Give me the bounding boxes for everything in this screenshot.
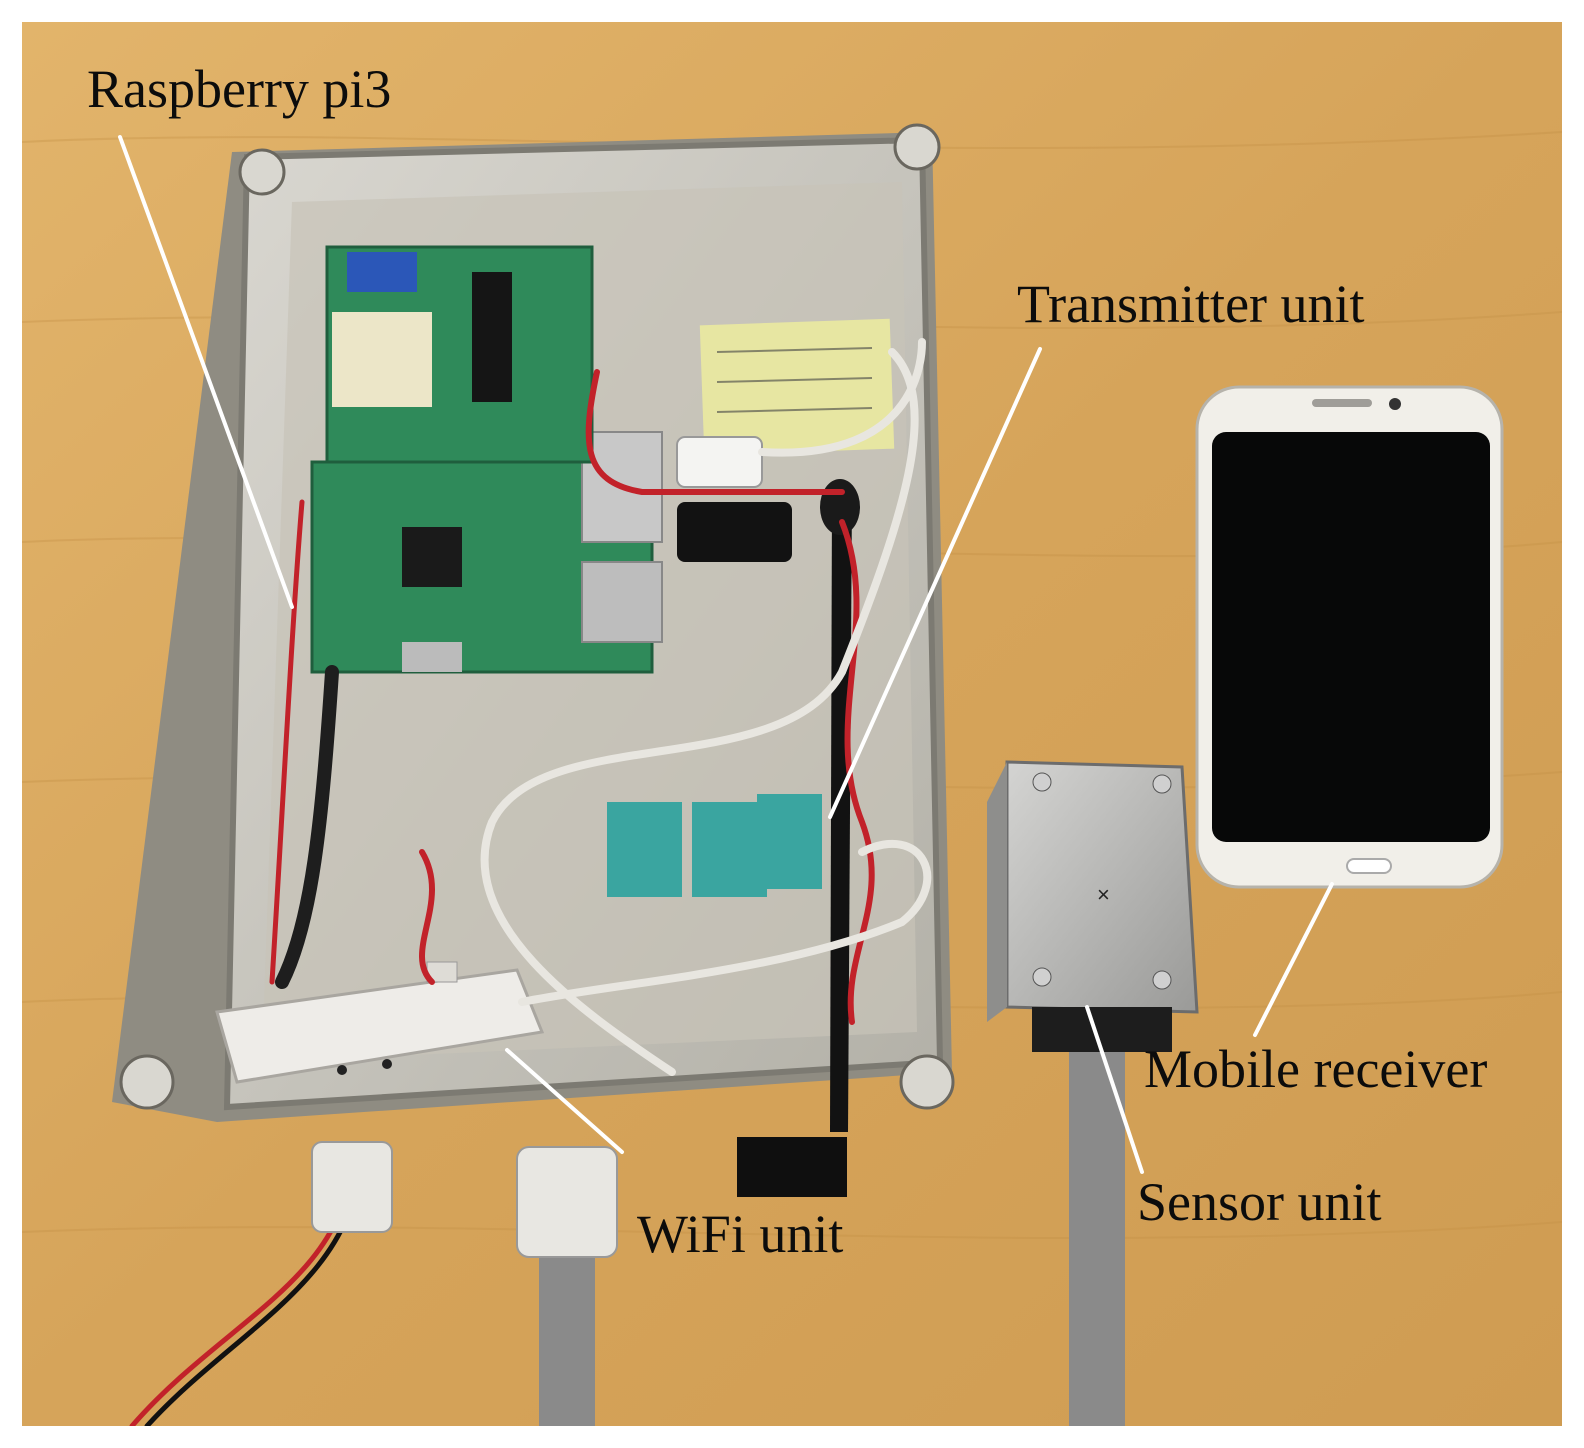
usb-plugs bbox=[676, 436, 792, 562]
cables bbox=[129, 338, 1125, 1426]
lid-screw-bl bbox=[119, 1054, 175, 1110]
svg-text:×: × bbox=[1097, 882, 1110, 907]
sticky-note bbox=[699, 318, 895, 456]
raspberry-pi-board bbox=[310, 431, 663, 674]
sensor-box: × bbox=[987, 760, 1199, 1052]
leader-line-transmitter bbox=[828, 347, 1042, 819]
photo-frame: × Raspberry pi3 Transmitter unit Mobile … bbox=[22, 22, 1562, 1426]
leader-lines bbox=[118, 135, 1334, 1174]
smartphone bbox=[1195, 385, 1504, 889]
leader-line-raspberry-pi bbox=[118, 135, 294, 609]
leader-line-wifi bbox=[505, 1048, 624, 1154]
leader-line-sensor bbox=[1085, 1005, 1144, 1174]
label-wifi-unit: WiFi unit bbox=[637, 1204, 844, 1264]
label-transmitter-unit: Transmitter unit bbox=[1017, 274, 1365, 334]
hat-board bbox=[325, 245, 594, 464]
lid-screw-br bbox=[899, 1054, 955, 1110]
lid-screw-tr bbox=[893, 123, 941, 171]
lid-screw-tl bbox=[238, 148, 286, 196]
device-photo: × bbox=[22, 22, 1562, 1426]
cable-glands bbox=[311, 1137, 847, 1258]
sensor-modules bbox=[607, 794, 822, 897]
wifi-module bbox=[215, 961, 545, 1084]
label-mobile-receiver: Mobile receiver bbox=[1144, 1039, 1488, 1099]
label-sensor-unit: Sensor unit bbox=[1137, 1172, 1382, 1232]
label-raspberry-pi: Raspberry pi3 bbox=[87, 59, 392, 119]
leader-line-mobile-receiver bbox=[1253, 882, 1334, 1037]
